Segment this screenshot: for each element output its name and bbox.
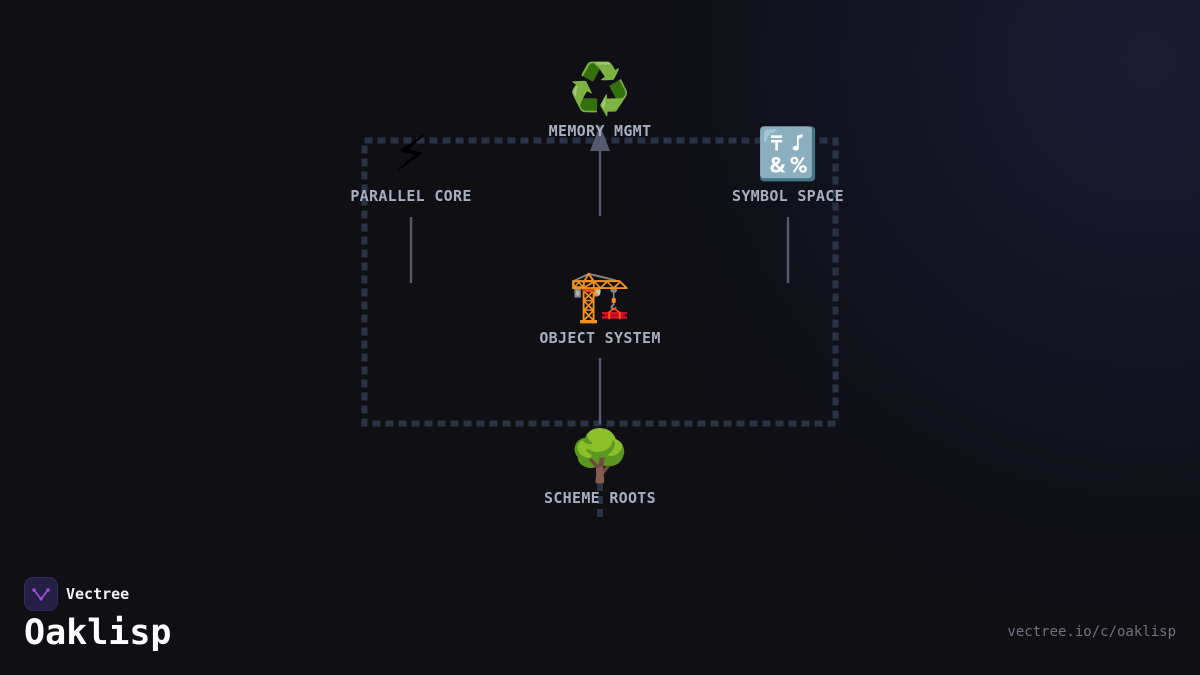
crane-icon: 🏗️ <box>568 267 632 325</box>
node-memory-mgmt: ♻️ MEMORY MGMT <box>490 60 710 140</box>
tree-icon: 🌳 <box>568 427 632 485</box>
page-url[interactable]: vectree.io/c/oaklisp <box>1007 624 1176 640</box>
node-label: SYMBOL SPACE <box>732 187 844 205</box>
page-title: Oaklisp <box>24 613 172 653</box>
node-parallel-core: ⚡ PARALLEL CORE <box>301 125 521 205</box>
recycle-icon: ♻️ <box>568 60 632 118</box>
node-label: OBJECT SYSTEM <box>539 329 661 347</box>
brand-name: Vectree <box>66 585 130 603</box>
node-object-system: 🏗️ OBJECT SYSTEM <box>490 267 710 347</box>
node-label: MEMORY MGMT <box>548 122 652 140</box>
node-symbol-space: 🔣 SYMBOL SPACE <box>678 125 898 205</box>
lightning-icon: ⚡ <box>393 125 429 183</box>
node-label: PARALLEL CORE <box>350 187 472 205</box>
node-scheme-roots: 🌳 SCHEME ROOTS <box>490 427 710 507</box>
vectree-logo-icon <box>24 577 58 611</box>
brand[interactable]: Vectree <box>24 577 129 611</box>
node-label: SCHEME ROOTS <box>544 489 656 507</box>
symbols-icon: 🔣 <box>756 125 820 183</box>
arrowhead-memory <box>590 125 610 151</box>
